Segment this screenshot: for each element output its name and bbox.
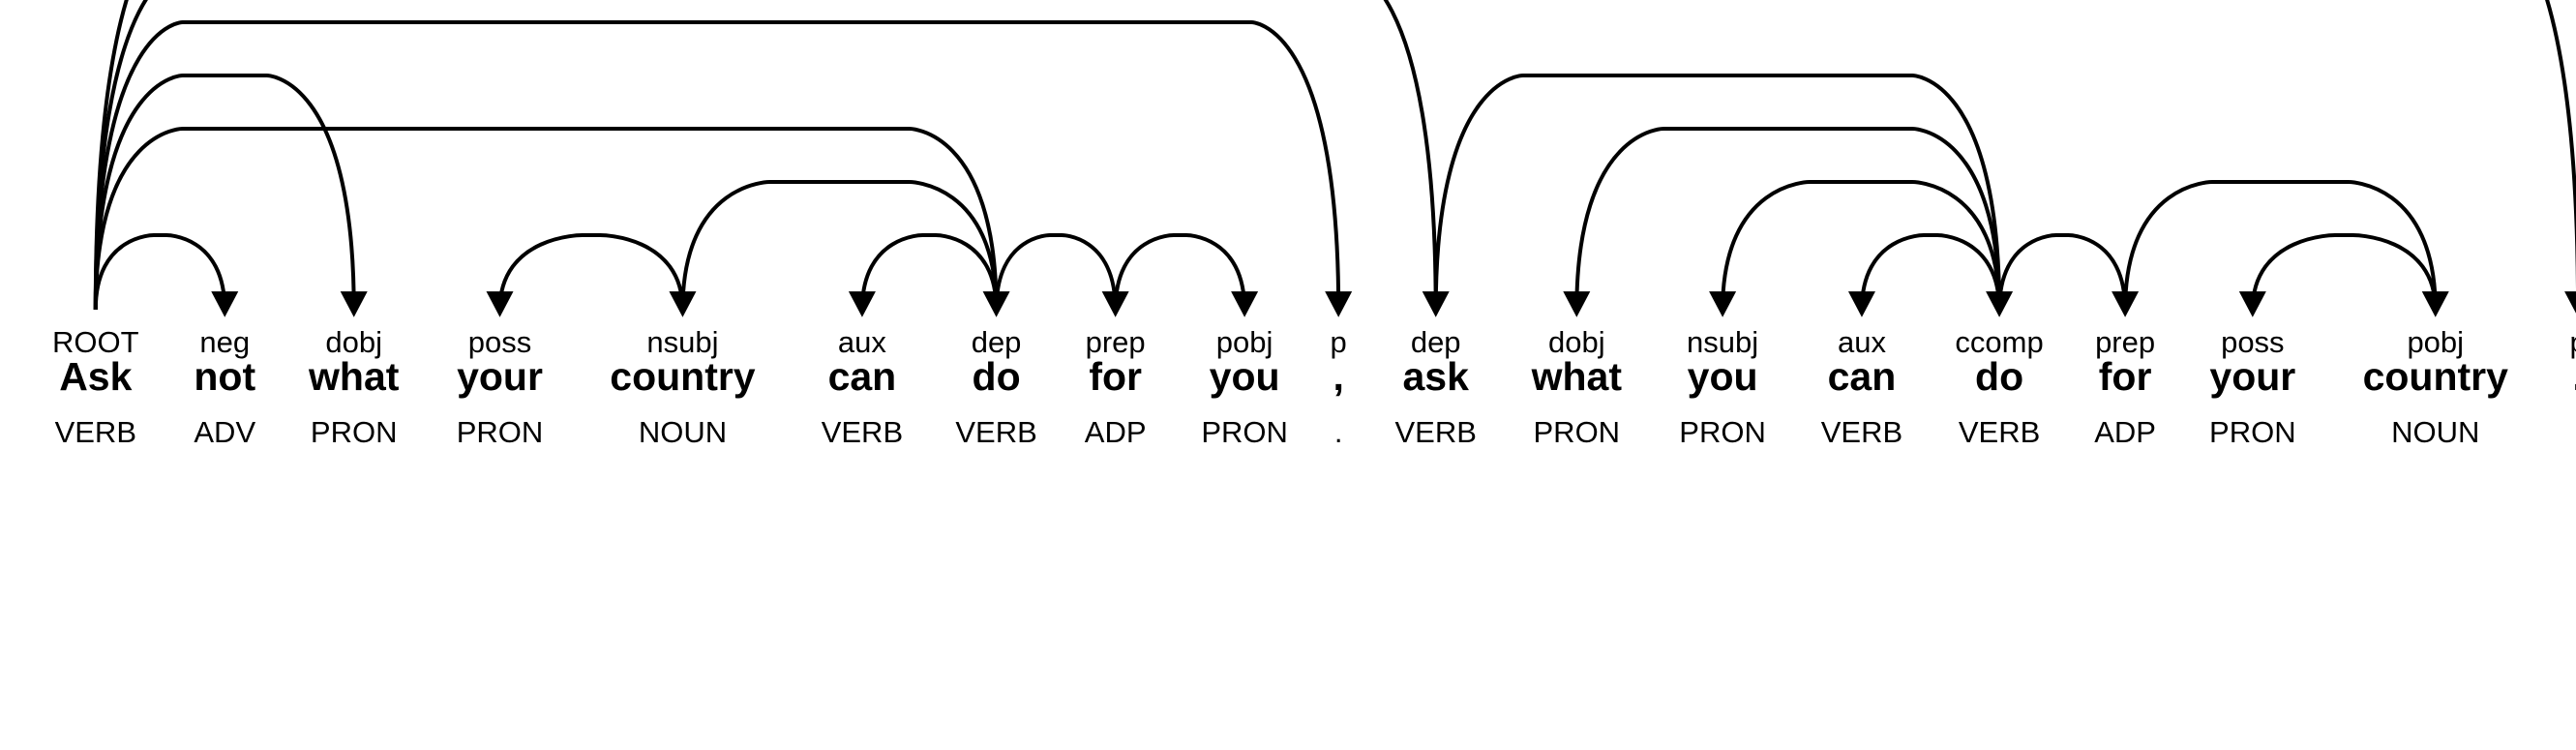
dep-label-18: p	[2569, 325, 2576, 359]
arc-arrowhead	[1847, 291, 1875, 317]
pos-tag-18: .	[2574, 415, 2576, 449]
pos-tag-12: PRON	[1679, 415, 1766, 449]
pos-tag-13: VERB	[1821, 415, 1902, 449]
pos-tag-15: ADP	[2094, 415, 2156, 449]
dependency-arc	[1433, 74, 2002, 311]
dep-label-13: aux	[1838, 325, 1886, 359]
dependency-arc	[1113, 233, 1247, 311]
dependency-arc	[994, 233, 1118, 311]
pos-tag-16: PRON	[2209, 415, 2296, 449]
token-word-4: country	[610, 354, 756, 399]
token-word-0: Ask	[59, 354, 132, 399]
dep-label-1: neg	[199, 325, 250, 359]
dep-label-2: dobj	[325, 325, 382, 359]
dep-label-8: pobj	[1216, 325, 1273, 359]
arc-arrowhead	[2564, 291, 2576, 314]
token-word-3: your	[457, 354, 543, 399]
pos-tag-0: VERB	[55, 415, 136, 449]
dependency-arc	[1997, 233, 2128, 311]
dependency-arc	[1859, 233, 2002, 311]
dep-label-5: aux	[838, 325, 886, 359]
token-word-2: what	[308, 354, 400, 399]
token-word-14: do	[1975, 354, 2023, 399]
token-word-16: your	[2209, 354, 2295, 399]
dep-label-6: dep	[972, 325, 1022, 359]
dep-label-3: poss	[468, 325, 531, 359]
pos-tag-11: PRON	[1534, 415, 1621, 449]
dependency-arc	[93, 74, 356, 311]
token-word-8: you	[1210, 354, 1280, 399]
dependency-arc	[2123, 180, 2438, 311]
arc-arrowhead	[848, 291, 876, 317]
dep-label-15: prep	[2095, 325, 2155, 359]
token-word-6: do	[973, 354, 1021, 399]
arc-arrowhead	[340, 291, 368, 317]
token-word-15: for	[2099, 354, 2152, 399]
pos-tag-3: PRON	[457, 415, 544, 449]
token-word-1: not	[194, 354, 255, 399]
dependency-arc	[1574, 127, 2002, 311]
token-word-12: you	[1688, 354, 1758, 399]
token-word-18: .	[2572, 354, 2576, 399]
token-word-17: country	[2363, 354, 2509, 399]
token-word-11: what	[1531, 354, 1623, 399]
token-word-10: ask	[1402, 354, 1469, 399]
words-layer: ROOTAskVERBnegnotADVdobjwhatPRONpossyour…	[52, 325, 2576, 449]
pos-tag-6: VERB	[955, 415, 1036, 449]
token-word-7: for	[1089, 354, 1142, 399]
dep-label-4: nsubj	[646, 325, 718, 359]
arcs-layer	[93, 0, 2576, 317]
dep-label-11: dobj	[1548, 325, 1605, 359]
pos-tag-1: ADV	[194, 415, 255, 449]
pos-tag-2: PRON	[311, 415, 398, 449]
dependency-arc	[680, 180, 999, 311]
dependency-arc	[93, 127, 999, 311]
token-word-5: can	[828, 354, 897, 399]
pos-tag-14: VERB	[1959, 415, 2040, 449]
dep-label-16: poss	[2221, 325, 2284, 359]
arc-arrowhead	[2238, 291, 2266, 317]
dep-label-14: ccomp	[1955, 325, 2043, 359]
token-word-9: ,	[1333, 354, 1343, 399]
pos-tag-9: .	[1334, 415, 1343, 449]
dependency-arc	[859, 233, 999, 311]
pos-tag-8: PRON	[1201, 415, 1288, 449]
arc-arrowhead	[2421, 291, 2449, 317]
arc-arrowhead	[1231, 291, 1259, 317]
dependency-arc	[2250, 233, 2438, 311]
dep-label-10: dep	[1411, 325, 1461, 359]
token-word-13: can	[1828, 354, 1897, 399]
dep-label-17: pobj	[2407, 325, 2464, 359]
dependency-arc	[1721, 180, 2002, 311]
arc-arrowhead	[1563, 291, 1591, 317]
pos-tag-5: VERB	[822, 415, 903, 449]
dependency-arc	[93, 233, 227, 311]
dep-label-9: p	[1331, 325, 1347, 359]
dependency-arc	[93, 0, 2576, 311]
dep-label-0: ROOT	[52, 325, 139, 359]
pos-tag-17: NOUN	[2391, 415, 2479, 449]
arc-arrowhead	[669, 291, 697, 317]
dependency-arc	[93, 20, 1341, 311]
dep-label-12: nsubj	[1687, 325, 1758, 359]
dep-label-7: prep	[1086, 325, 1146, 359]
pos-tag-7: ADP	[1085, 415, 1147, 449]
dependency-arc	[497, 233, 685, 311]
pos-tag-10: VERB	[1394, 415, 1476, 449]
arc-arrowhead	[1325, 291, 1353, 317]
pos-tag-4: NOUN	[639, 415, 727, 449]
arc-arrowhead	[486, 291, 514, 317]
dependency-arc	[93, 0, 1438, 311]
arc-arrowhead	[211, 291, 239, 317]
arc-arrowhead	[1709, 291, 1737, 317]
